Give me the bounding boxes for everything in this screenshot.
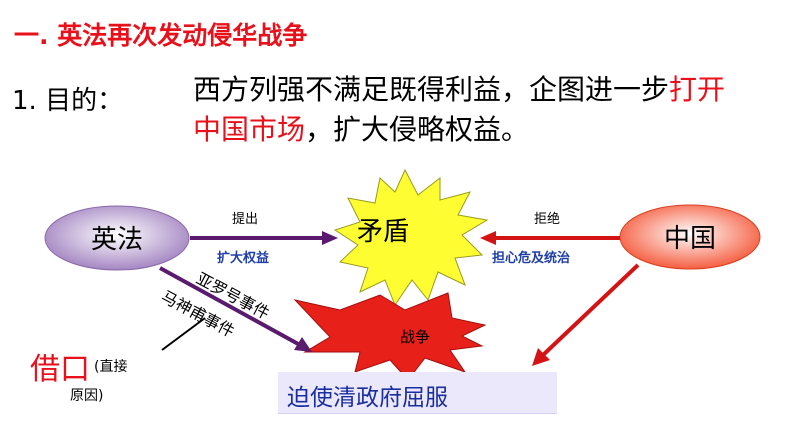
excuse-pointer-line [161, 317, 206, 351]
china-to-result-arrow [532, 263, 640, 366]
expand-rights-label: 扩大权益 [217, 250, 269, 266]
purpose-label: 1. 目的： [12, 86, 124, 116]
britain-france-label: 英法 [91, 225, 143, 255]
result-box [278, 372, 557, 414]
slide-title: 一. 英法再次发动侵华战争 [14, 21, 308, 50]
contradiction-label: 矛盾 [357, 217, 409, 247]
excuse-label: 借口 [30, 352, 90, 387]
purpose-line-1-black: 西方列强不满足既得利益，企图进一步 [193, 73, 670, 106]
excuse-note-line-1: (直接 [94, 359, 128, 375]
china-node: 中国 [619, 204, 761, 270]
britain-france-node: 英法 [44, 205, 190, 271]
fear-rule-label: 担心危及统治 [492, 250, 570, 266]
purpose-text: 西方列强不满足既得利益，企图进一步打开 中国市场，扩大侵略权益。 [193, 70, 725, 150]
war-burst: 战争 [293, 292, 487, 381]
purpose-line-2: 中国市场，扩大侵略权益。 [193, 110, 725, 150]
excuse-note-line-2: 原因) [70, 388, 104, 404]
contradiction-star: 矛盾 [333, 168, 489, 307]
purpose-line-2-black: ，扩大侵略权益。 [305, 113, 530, 146]
purpose-line-1: 西方列强不满足既得利益，企图进一步打开 [193, 70, 725, 110]
demand-arrow: 提出 扩大权益 [190, 211, 338, 266]
refuse-arrow: 拒绝 担心危及统治 [480, 211, 620, 266]
war-label: 战争 [400, 328, 430, 346]
demand-label: 提出 [232, 211, 258, 227]
purpose-line-1-red: 打开 [669, 73, 726, 106]
result-label: 迫使清政府屈服 [287, 385, 448, 411]
refuse-label: 拒绝 [534, 211, 560, 227]
left-to-war-arrow [159, 266, 312, 352]
china-label: 中国 [664, 224, 716, 254]
purpose-line-2-red: 中国市场 [193, 113, 306, 146]
